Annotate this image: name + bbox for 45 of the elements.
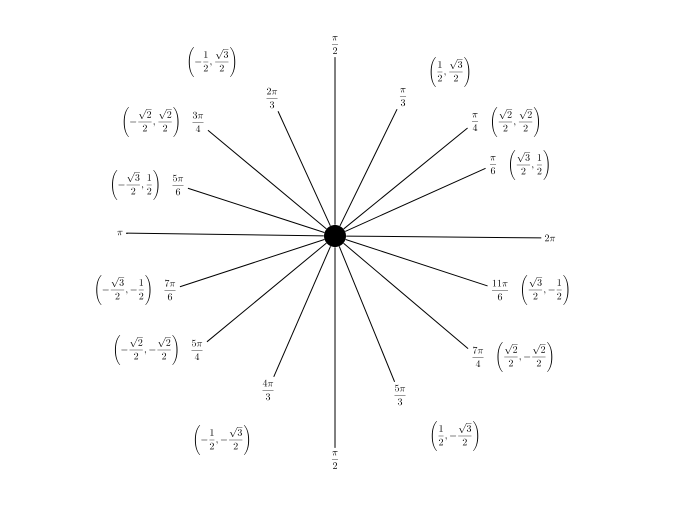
spoke-line xyxy=(207,130,327,230)
coordinate-label: $\left(-\frac{\sqrt{3}}{2},-\frac{1}{2}\right)$ xyxy=(96,275,150,305)
spoke-line xyxy=(126,232,324,236)
spoke-line xyxy=(206,242,327,342)
angle-label: $2\pi$ xyxy=(544,234,556,242)
angle-label: $\frac{5\pi}{6}$ xyxy=(172,174,184,196)
spoke-line xyxy=(344,168,486,232)
spoke-line xyxy=(343,128,468,230)
angle-label: $\frac{2\pi}{3}$ xyxy=(266,88,278,108)
spoke-line xyxy=(187,188,325,234)
coordinate-label: $\left(\frac{\sqrt{2}}{2},\frac{\sqrt{2}}{2}\right)$ xyxy=(492,107,540,137)
center-dot xyxy=(324,225,346,247)
spoke-line xyxy=(273,246,332,378)
spoke-line xyxy=(346,236,542,238)
coordinate-label: $\left(\frac{\sqrt{2}}{2},-\frac{\sqrt{2}}{2}\right)$ xyxy=(498,342,552,372)
angle-label: $\pi$ xyxy=(117,230,123,236)
spoke-line xyxy=(179,238,325,288)
spoke-line xyxy=(334,246,336,448)
spoke-line xyxy=(334,56,336,226)
angle-label: $\frac{5\pi}{3}$ xyxy=(394,384,406,406)
coordinate-label: $\left(-\frac{1}{2},-\frac{\sqrt{3}}{2}\right)$ xyxy=(194,425,250,455)
coordinate-label: $\left(\frac{1}{2},\frac{\sqrt{3}}{2}\right)$ xyxy=(430,56,470,87)
spoke-line xyxy=(278,110,331,226)
angle-label: $\frac{11\pi}{6}$ xyxy=(492,280,508,300)
angle-label: $\frac{5\pi}{4}$ xyxy=(191,340,203,360)
coordinate-label: $\left(-\frac{\sqrt{2}}{2},\frac{\sqrt{2}}{2}\right)$ xyxy=(124,107,178,137)
coordinate-label: $\left(-\frac{1}{2},\frac{\sqrt{3}}{2}\right)$ xyxy=(188,47,236,77)
coordinate-label: $\left(-\frac{\sqrt{3}}{2},\frac{1}{2}\right)$ xyxy=(112,170,158,200)
angle-label: $\frac{\pi}{2}$ xyxy=(332,451,338,469)
spoke-line xyxy=(339,108,398,226)
spoke-line xyxy=(338,246,396,382)
coordinate-label: $\left(\frac{1}{2},-\frac{\sqrt{3}}{2}\right)$ xyxy=(432,421,478,451)
angle-label: $\frac{\pi}{2}$ xyxy=(332,36,338,54)
spoke-line xyxy=(345,238,488,286)
angle-label: $\frac{\pi}{4}$ xyxy=(472,113,478,131)
angle-label: $\frac{3\pi}{4}$ xyxy=(192,112,204,132)
coordinate-label: $\left(\frac{\sqrt{3}}{2},\frac{1}{2}\right)$ xyxy=(510,150,549,180)
angle-label: $\frac{\pi}{6}$ xyxy=(490,156,496,174)
angle-label: $\frac{\pi}{3}$ xyxy=(400,88,406,106)
spoke-line xyxy=(343,242,469,350)
angle-label: $\frac{7\pi}{6}$ xyxy=(164,280,176,300)
angle-label: $\frac{7\pi}{4}$ xyxy=(472,346,484,368)
coordinate-label: $\left(\frac{\sqrt{3}}{2},-\frac{1}{2}\right)$ xyxy=(522,275,568,305)
coordinate-label: $\left(-\frac{\sqrt{2}}{2},-\frac{\sqrt{2}}{2}\right)$ xyxy=(114,335,178,365)
angle-label: $\frac{4\pi}{3}$ xyxy=(262,380,274,400)
